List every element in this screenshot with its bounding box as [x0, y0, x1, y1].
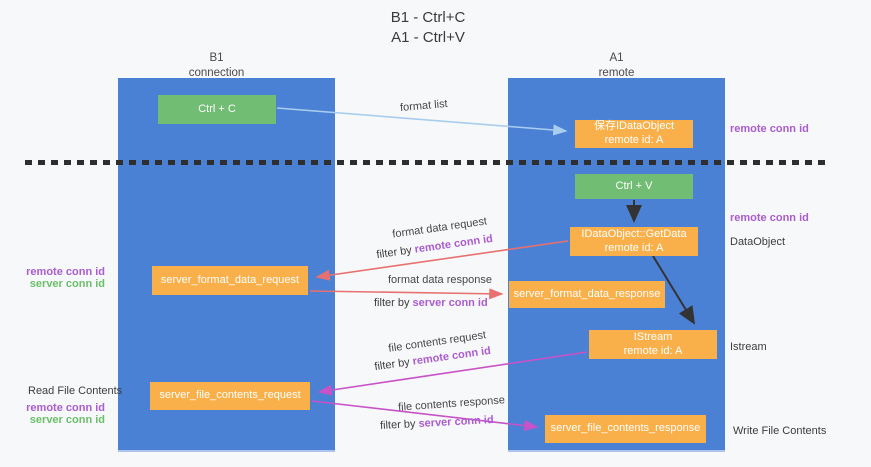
right-istream-label: Istream	[730, 341, 767, 353]
title-line-2: A1 - Ctrl+V	[391, 28, 465, 46]
left-conn-id-labels-bottom: remote conn id server conn id	[20, 402, 105, 426]
left-column-name: B1	[209, 52, 224, 64]
filter-by-text: filter by	[374, 297, 413, 309]
ctrl-c-label: Ctrl + C	[198, 102, 236, 115]
server-format-data-request-label: server_format_data_request	[160, 273, 300, 286]
ctrl-v-label: Ctrl + V	[615, 179, 653, 192]
server-file-contents-request-label: server_file_contents_request	[159, 389, 301, 402]
phase-separator-dashed-line	[25, 160, 831, 165]
format-data-response-label: format data response	[388, 274, 492, 286]
istream-line1: IStream	[633, 330, 673, 343]
left-column-role: connection	[188, 66, 245, 79]
server-format-data-response-label: server_format_data_response	[513, 287, 661, 300]
file-contents-response-arrow	[311, 400, 539, 432]
filter-by-text: filter by	[379, 417, 419, 432]
save-idataobject-node: 保存IDataObject remote id: A	[575, 120, 693, 148]
server-file-contents-request-node: server_file_contents_request	[150, 382, 310, 410]
istream-line2: remote id: A	[623, 344, 683, 357]
server-format-data-response-node: server_format_data_response	[509, 281, 665, 308]
left-server-conn-id-2: server conn id	[29, 414, 105, 426]
format-data-response-arrow	[309, 288, 504, 300]
left-read-file-contents-label: Read File Contents	[28, 385, 123, 397]
right-write-file-contents-label: Write File Contents	[733, 425, 827, 437]
file-contents-request-arrow	[317, 351, 588, 396]
idataobject-getdata-line2: remote id: A	[604, 241, 664, 254]
right-remote-conn-id-mid: remote conn id	[730, 212, 809, 224]
left-remote-conn-id-2: remote conn id	[26, 402, 105, 414]
title-line-1: B1 - Ctrl+C	[390, 9, 466, 26]
format-data-request-arrow	[315, 240, 569, 281]
format-list-arrow	[276, 107, 568, 136]
left-column-header: B1 connection	[108, 51, 325, 81]
right-column-header: A1 remote	[508, 51, 725, 81]
server-conn-id-text: server conn id	[412, 297, 488, 309]
left-remote-conn-id: remote conn id	[26, 266, 105, 278]
idataobject-getdata-node: IDataObject::GetData remote id: A	[570, 227, 698, 256]
server-file-contents-response-label: server_file_contents_response	[550, 422, 701, 435]
left-server-conn-id: server conn id	[29, 278, 105, 290]
right-remote-conn-id-top: remote conn id	[730, 123, 809, 135]
ctrl-v-node: Ctrl + V	[575, 174, 693, 199]
ctrl-c-node: Ctrl + C	[158, 95, 276, 124]
idataobject-getdata-line1: IDataObject::GetData	[581, 227, 687, 240]
save-idataobject-line1: 保存IDataObject	[593, 120, 675, 133]
getdata-to-istream-arrow	[652, 255, 696, 325]
right-column-name: A1	[609, 52, 624, 64]
server-format-data-request-node: server_format_data_request	[152, 266, 308, 295]
diagram-title: B1 - Ctrl+C A1 - Ctrl+V	[328, 8, 528, 47]
save-idataobject-line2: remote id: A	[604, 134, 664, 146]
istream-node: IStream remote id: A	[589, 330, 717, 359]
format-data-response-filter-label: filter by server conn id	[374, 297, 488, 309]
right-dataobject-label: DataObject	[730, 236, 786, 248]
left-conn-id-labels-mid: remote conn id server conn id	[20, 266, 105, 290]
right-column-role: remote	[598, 66, 635, 79]
server-file-contents-response-node: server_file_contents_response	[545, 415, 706, 443]
